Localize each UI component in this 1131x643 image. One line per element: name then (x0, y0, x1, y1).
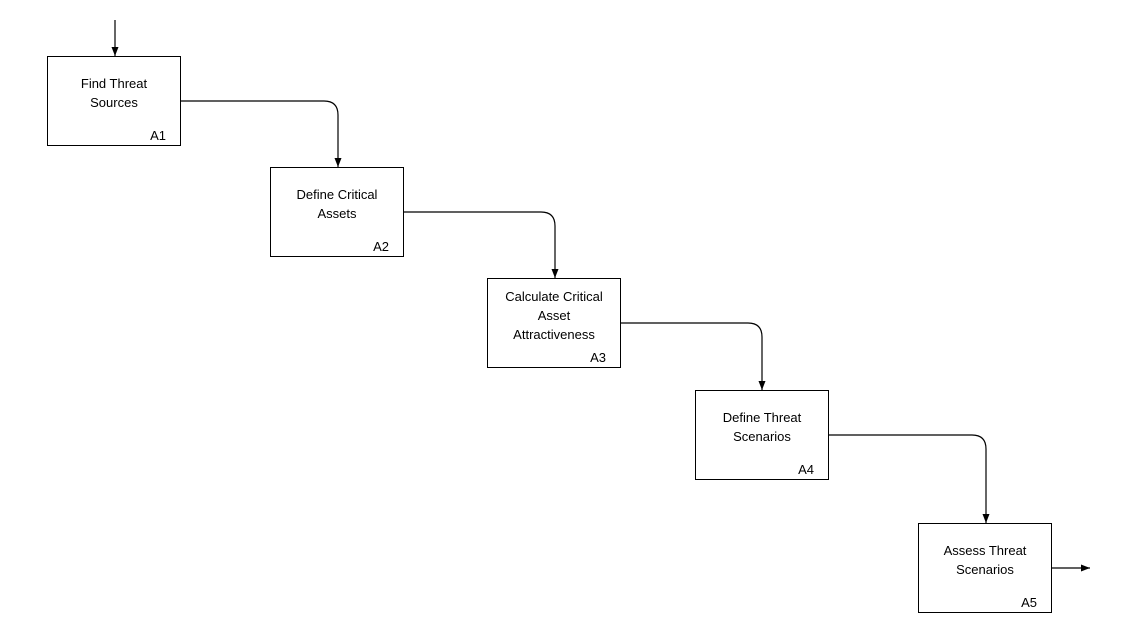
activity-id: A2 (373, 239, 389, 254)
activity-id: A1 (150, 128, 166, 143)
activity-box-a5: Assess Threat Scenarios A5 (918, 523, 1052, 613)
activity-box-a1: Find Threat Sources A1 (47, 56, 181, 146)
connector-a4-a5 (820, 431, 990, 523)
activity-id: A5 (1021, 595, 1037, 610)
activity-box-a3: Calculate Critical Asset Attractiveness … (487, 278, 621, 368)
connector-a1-a2 (181, 100, 342, 167)
activity-id: A4 (798, 462, 814, 477)
activity-box-a4: Define Threat Scenarios A4 (695, 390, 829, 480)
activity-box-a2: Define Critical Assets A2 (270, 167, 404, 257)
connector-a2-a3 (404, 211, 559, 278)
activity-label: Define Threat Scenarios (722, 410, 802, 444)
connector-a3-a4 (621, 322, 766, 390)
activity-label: Calculate Critical Asset Attractiveness (505, 289, 603, 342)
activity-label: Find Threat Sources (80, 76, 148, 110)
activity-label: Define Critical Assets (296, 187, 378, 221)
activity-label: Assess Threat Scenarios (943, 543, 1027, 577)
activity-id: A3 (590, 350, 606, 365)
